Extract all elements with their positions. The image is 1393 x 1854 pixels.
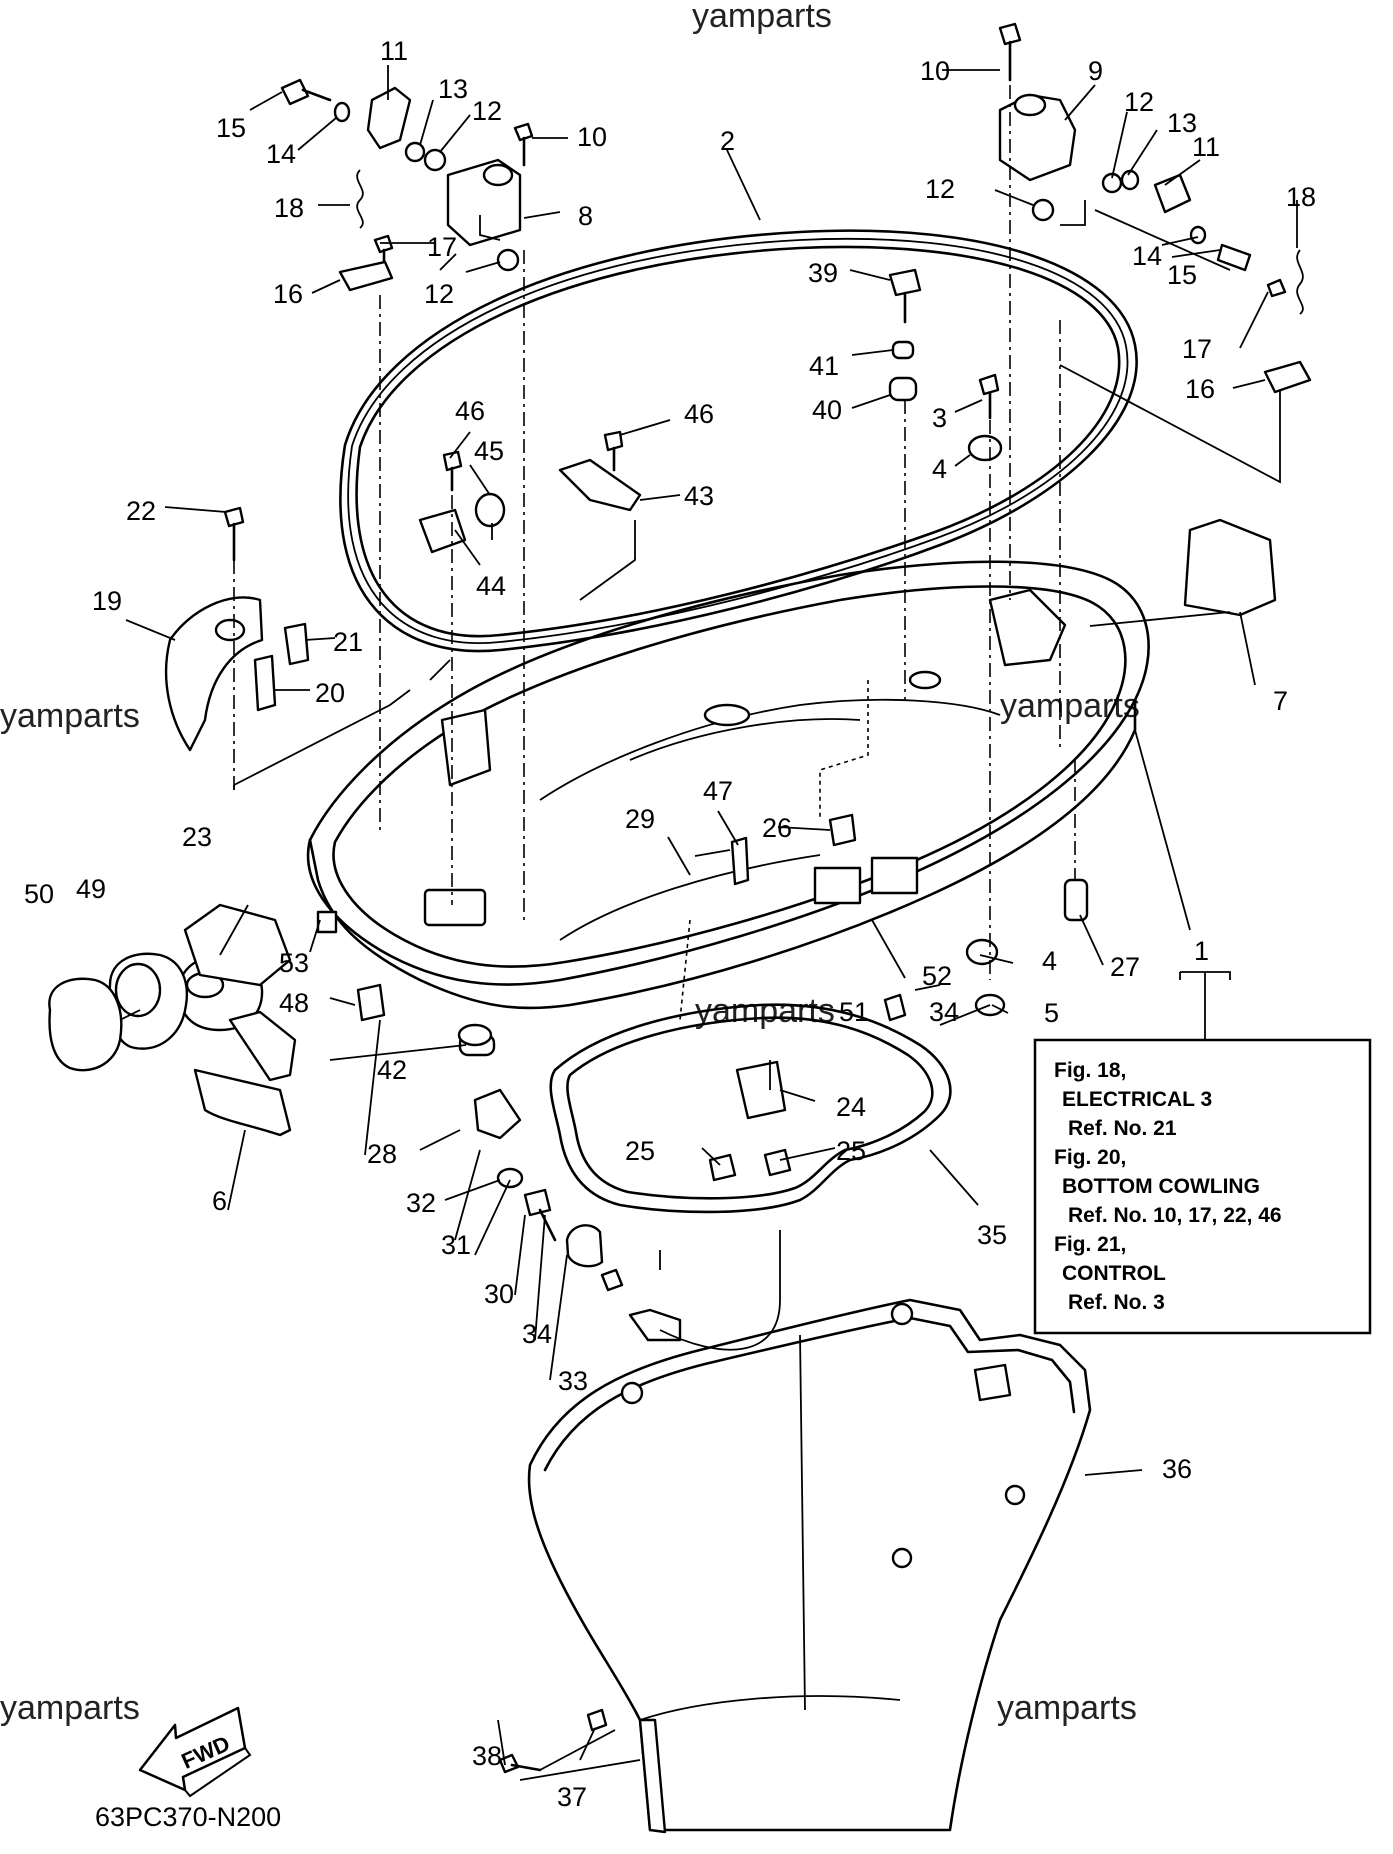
callout-14b: 14 [1132, 241, 1162, 271]
ref-line-1: Fig. 18, [1054, 1059, 1126, 1082]
bottom-cowling-drawing [306, 560, 1150, 1010]
callout-12: 12 [472, 96, 502, 126]
ref-line-8: CONTROL [1062, 1262, 1166, 1285]
drawing-code: 63PC370-N200 [95, 1802, 281, 1832]
callout-12b: 12 [424, 279, 454, 309]
callout-32: 32 [406, 1188, 436, 1218]
callout-11b: 11 [1192, 132, 1220, 162]
callout-45: 45 [474, 436, 504, 466]
callout-41: 41 [809, 351, 839, 381]
callout-6: 6 [212, 1186, 227, 1216]
callout-22: 22 [126, 496, 156, 526]
callout-15b: 15 [1167, 260, 1197, 290]
callout-3: 3 [932, 403, 947, 433]
watermark-bottom-right: yamparts [997, 1689, 1137, 1727]
callout-19: 19 [92, 586, 122, 616]
ref-line-4: Fig. 20, [1054, 1146, 1126, 1169]
callout-20: 20 [315, 678, 345, 708]
callout-24: 24 [836, 1092, 866, 1122]
callout-numbers: 1 2 3 4 4 5 6 7 8 9 10 10 11 11 12 12 12… [24, 36, 1316, 1812]
bottom-seal-drawing [549, 1003, 952, 1214]
callout-4b: 4 [1042, 946, 1057, 976]
fwd-arrow: FWD [138, 1706, 252, 1798]
ref-line-7: Fig. 21, [1054, 1233, 1126, 1256]
watermark-top: yamparts [692, 0, 832, 35]
callout-9: 9 [1088, 56, 1103, 86]
callout-17b: 17 [1182, 334, 1212, 364]
callout-35: 35 [977, 1220, 1007, 1250]
ref-line-3: Ref. No. 21 [1068, 1117, 1177, 1140]
callout-13b: 13 [1167, 108, 1197, 138]
callout-11: 11 [380, 36, 408, 66]
callout-40: 40 [812, 395, 842, 425]
callout-16: 16 [273, 279, 303, 309]
hardware-parts [48, 22, 1312, 1774]
callout-34: 34 [522, 1319, 552, 1349]
callout-leaders [119, 65, 1298, 1766]
callout-8: 8 [578, 201, 593, 231]
callout-18: 18 [274, 193, 304, 223]
callout-38: 38 [472, 1741, 502, 1771]
callout-26: 26 [762, 813, 792, 843]
lower-cowling-drawing [527, 1298, 1092, 1834]
callout-43: 43 [684, 481, 714, 511]
callout-25: 25 [625, 1136, 655, 1166]
cowling-seal-drawing [339, 229, 1138, 653]
callout-51: 51 [839, 997, 869, 1027]
callout-30: 30 [484, 1279, 514, 1309]
callout-12c: 12 [1124, 87, 1154, 117]
ref-line-5: BOTTOM COWLING [1062, 1175, 1260, 1198]
callout-21: 21 [333, 627, 363, 657]
watermark-right: yamparts [1000, 687, 1140, 725]
callout-33: 33 [558, 1366, 588, 1396]
callout-47: 47 [703, 776, 733, 806]
watermark-middle: yamparts [695, 992, 835, 1030]
callout-5: 5 [1044, 998, 1059, 1028]
watermark-left: yamparts [0, 697, 140, 735]
callout-1: 1 [1194, 936, 1209, 966]
callout-4: 4 [932, 454, 947, 484]
reference-box: Fig. 18, ELECTRICAL 3 Ref. No. 21 Fig. 2… [1033, 1038, 1372, 1335]
ref-line-6: Ref. No. 10, 17, 22, 46 [1068, 1204, 1282, 1227]
callout-50: 50 [24, 879, 54, 909]
callout-42: 42 [377, 1055, 407, 1085]
callout-48: 48 [279, 988, 309, 1018]
callout-52: 52 [922, 961, 952, 991]
callout-10: 10 [577, 122, 607, 152]
callout-46b: 46 [684, 399, 714, 429]
callout-15: 15 [216, 113, 246, 143]
callout-16b: 16 [1185, 374, 1215, 404]
callout-2: 2 [720, 126, 735, 156]
center-lines [233, 85, 1281, 1781]
callout-23: 23 [182, 822, 212, 852]
callout-53: 53 [279, 948, 309, 978]
callout-29: 29 [625, 804, 655, 834]
callout-44: 44 [476, 571, 506, 601]
callout-37: 37 [557, 1782, 587, 1812]
callout-12d: 12 [925, 174, 955, 204]
callout-39: 39 [808, 258, 838, 288]
callout-14: 14 [266, 139, 296, 169]
callout-10b: 10 [920, 56, 950, 86]
callout-36: 36 [1162, 1454, 1192, 1484]
callout-17: 17 [427, 232, 457, 262]
callout-49: 49 [76, 874, 106, 904]
ref-line-9: Ref. No. 3 [1068, 1291, 1165, 1314]
watermark-bottom-left: yamparts [0, 1689, 140, 1727]
callout-34b: 34 [929, 997, 959, 1027]
callout-28: 28 [367, 1139, 397, 1169]
callout-18b: 18 [1286, 182, 1316, 212]
ref-line-2: ELECTRICAL 3 [1062, 1088, 1212, 1111]
callout-7: 7 [1273, 686, 1288, 716]
callout-46: 46 [455, 396, 485, 426]
callout-31: 31 [441, 1230, 471, 1260]
callout-25b: 25 [836, 1136, 866, 1166]
callout-27: 27 [1110, 952, 1140, 982]
callout-13: 13 [438, 74, 468, 104]
